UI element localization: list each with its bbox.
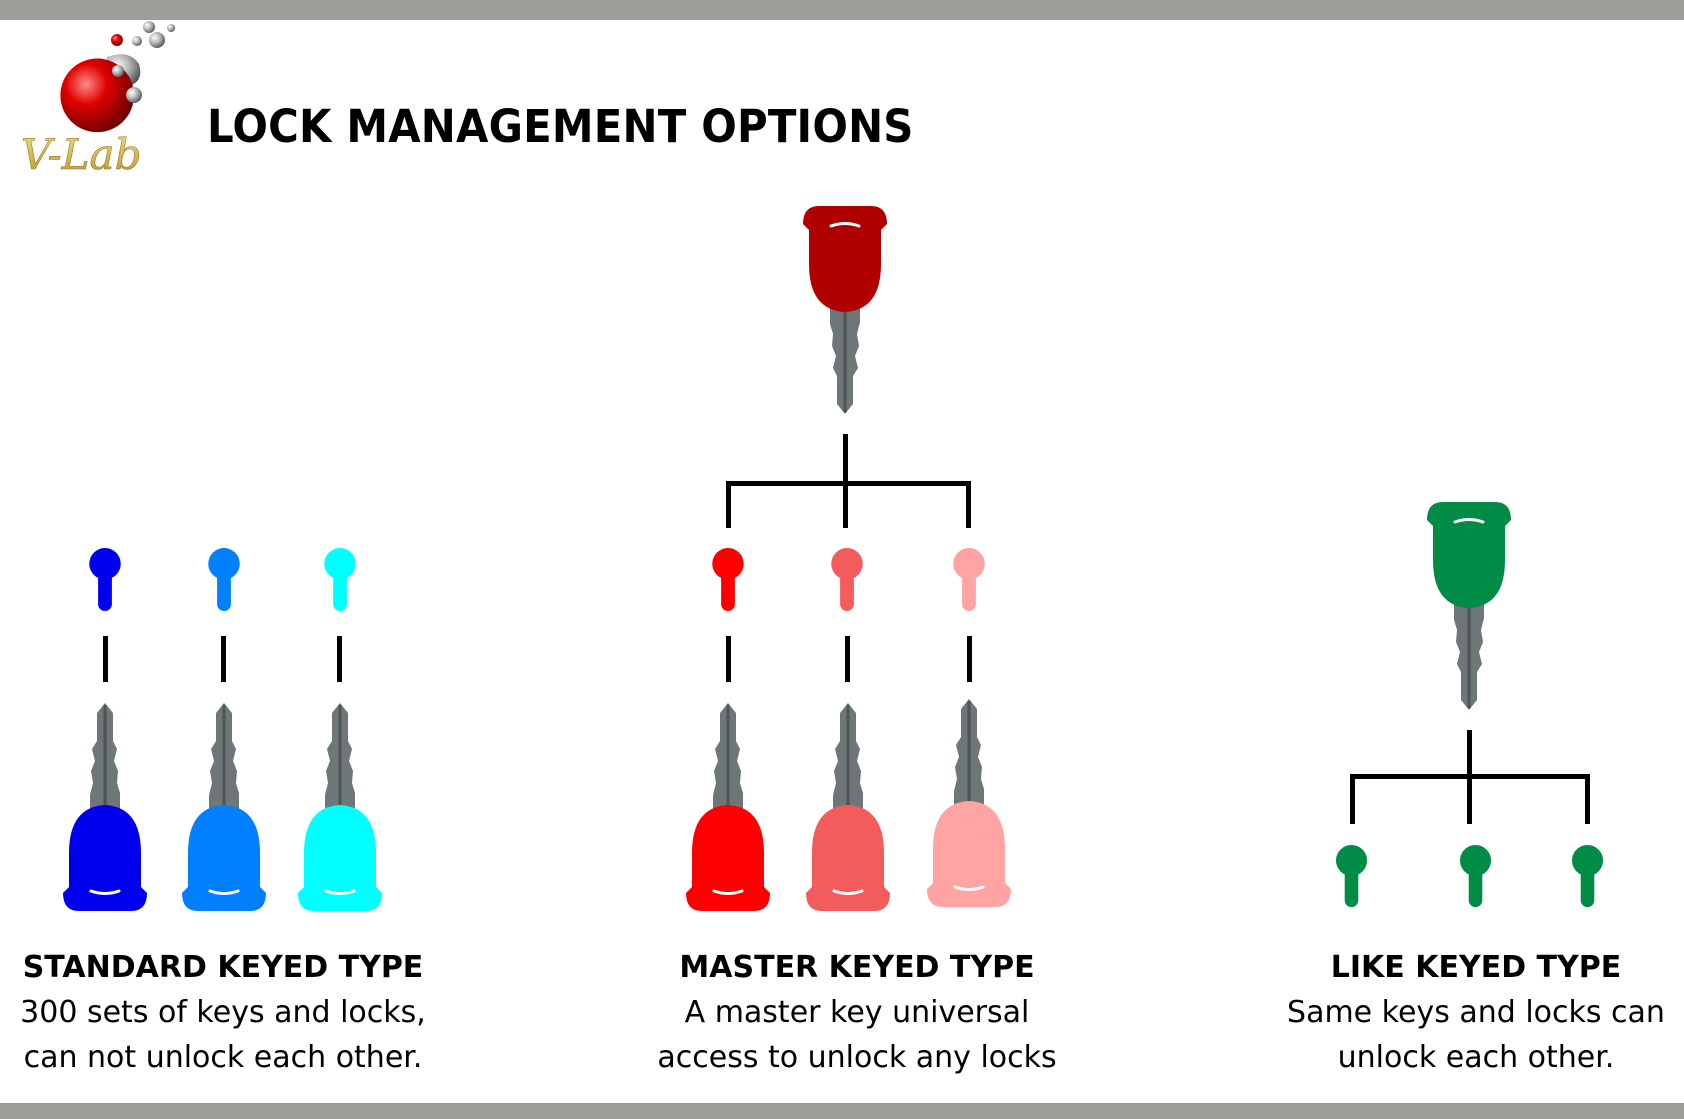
bottom-bar	[0, 1103, 1684, 1119]
keyhole-icon	[1459, 844, 1492, 908]
tree-drop	[1585, 774, 1590, 824]
key-icon	[925, 695, 1013, 911]
tree-drop	[726, 481, 731, 528]
master-keyed-caption: MASTER KEYED TYPE A master key universal…	[597, 945, 1117, 1080]
tree-drop	[1350, 774, 1355, 824]
keyhole-icon	[207, 548, 241, 611]
connector-dash	[103, 636, 108, 682]
tree-branch	[726, 481, 971, 486]
master-key-icon	[801, 206, 889, 414]
tree-drop	[966, 481, 971, 528]
section-title: LIKE KEYED TYPE	[1330, 950, 1622, 985]
logo-text: V-Lab	[21, 130, 141, 179]
tree-stem	[1467, 730, 1472, 778]
section-text: A master key universal	[684, 995, 1030, 1030]
section-text: Same keys and locks can	[1287, 995, 1665, 1030]
top-bar	[0, 0, 1684, 20]
vlab-logo: V-Lab	[21, 21, 175, 179]
keyhole-icon	[1335, 844, 1368, 908]
keyhole-icon	[1571, 844, 1604, 908]
section-text: access to unlock any locks	[657, 1040, 1057, 1075]
key-icon	[180, 703, 268, 911]
key-icon	[61, 703, 149, 911]
connector-dash	[337, 636, 342, 682]
tree-stem	[843, 434, 848, 486]
key-icon	[1425, 502, 1513, 710]
keyhole-icon	[711, 548, 745, 611]
connector-dash	[221, 636, 226, 682]
section-text: 300 sets of keys and locks,	[20, 995, 426, 1030]
keyhole-icon	[952, 548, 986, 611]
keyhole-icon	[88, 548, 122, 611]
standard-keyed-caption: STANDARD KEYED TYPE 300 sets of keys and…	[0, 945, 483, 1080]
keyhole-icon	[830, 548, 864, 611]
key-icon	[684, 703, 772, 911]
like-keyed-caption: LIKE KEYED TYPE Same keys and locks can …	[1216, 945, 1684, 1080]
connector-dash	[967, 636, 972, 682]
section-text: unlock each other.	[1337, 1040, 1615, 1075]
section-text: can not unlock each other.	[23, 1040, 423, 1075]
tree-drop	[1467, 774, 1472, 824]
connector-dash	[726, 636, 731, 682]
keyhole-icon	[323, 548, 357, 611]
key-icon	[804, 703, 892, 911]
page-title: LOCK MANAGEMENT OPTIONS	[207, 100, 914, 153]
section-title: STANDARD KEYED TYPE	[22, 950, 424, 985]
key-icon	[296, 703, 384, 911]
section-title: MASTER KEYED TYPE	[679, 950, 1035, 985]
tree-drop	[843, 481, 848, 528]
connector-dash	[845, 636, 850, 682]
